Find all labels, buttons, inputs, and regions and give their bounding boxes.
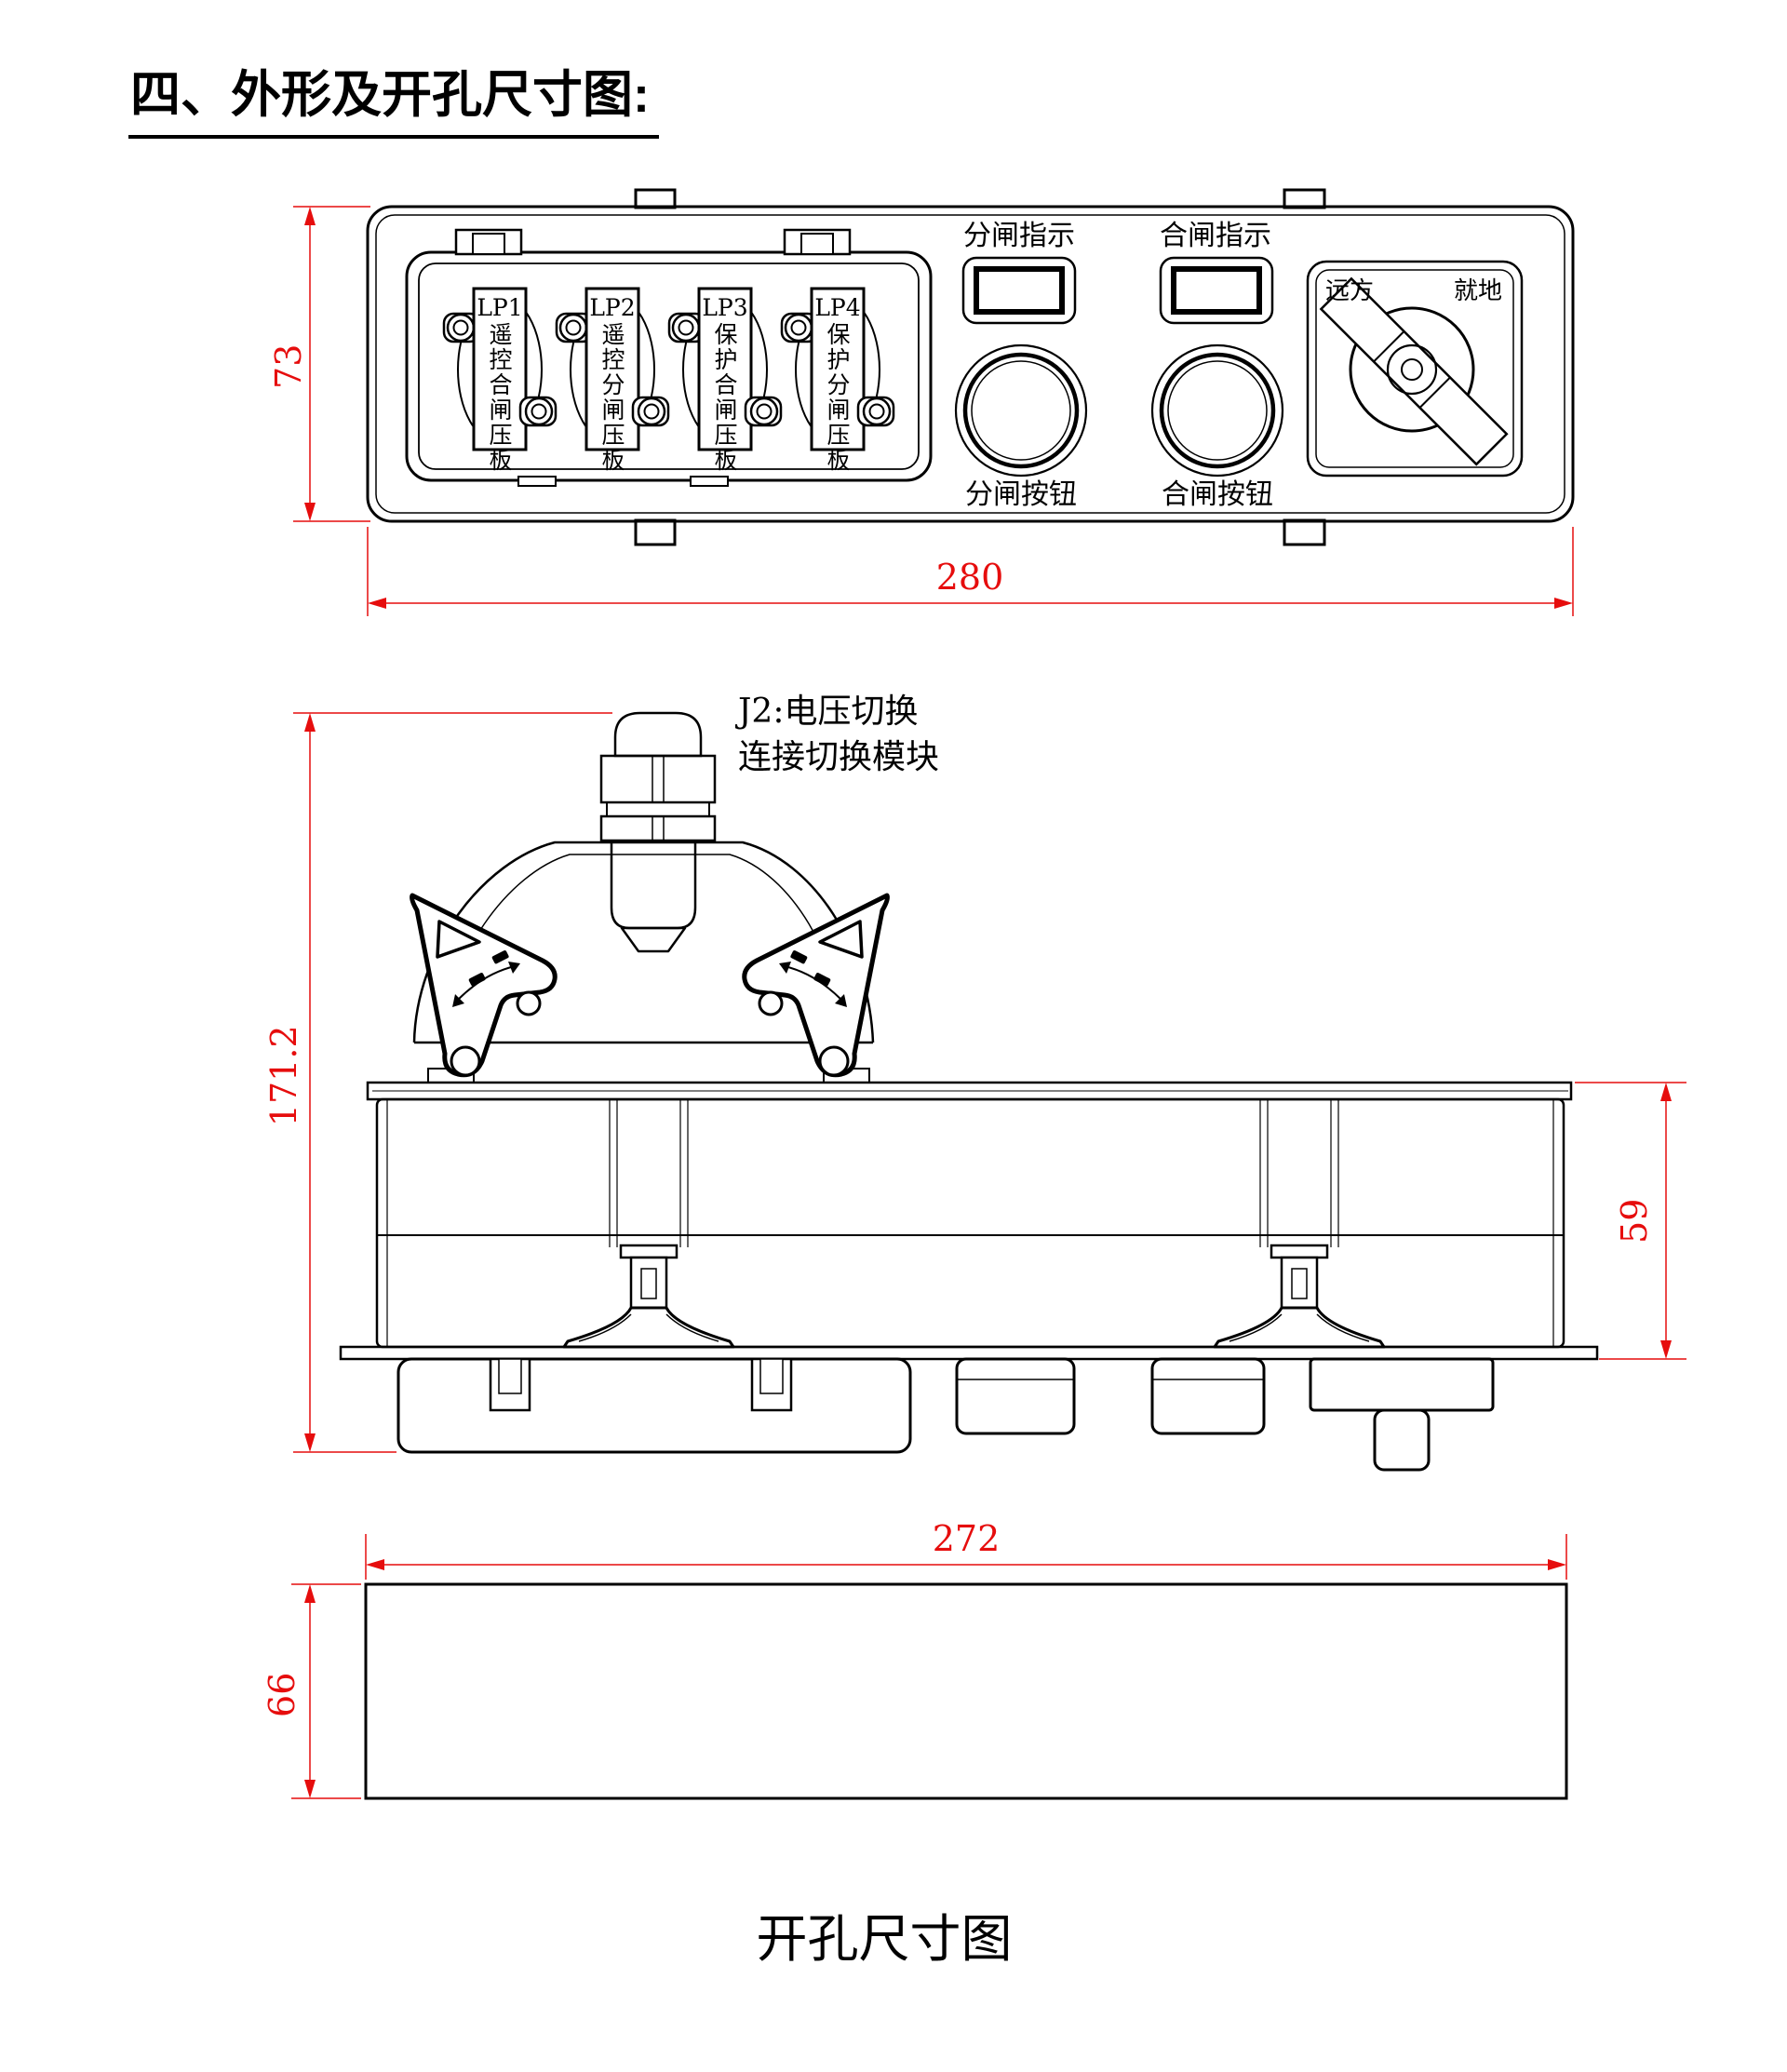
dimension-272 [365,1534,1567,1580]
dim-59-text: 59 [1614,1198,1656,1244]
selector-local-label: 就地 [1454,277,1503,305]
lp3-id: LP3 [702,294,748,321]
base-plate [339,1345,1599,1361]
close-indicator-label: 合闸指示 [1160,221,1271,251]
lever-clamp-left [412,895,556,1075]
open-indicator-label: 分闸指示 [963,221,1075,251]
dim-73-text: 73 [268,343,310,389]
lp2-id: LP2 [589,294,636,321]
lp1-id: LP1 [477,294,523,321]
connector-2 [1150,1357,1266,1435]
mount-tab [1283,518,1326,546]
cable-gland-j2 [599,711,717,842]
j2-note-line1: J2:电压切换 [738,693,919,731]
dim-280-text: 280 [935,557,1004,598]
lp1-label: 遥控合闸压板 [486,322,513,473]
lp4-label: 保护分闸压板 [824,322,851,473]
mount-tab [1283,188,1326,209]
device-body-side [366,1081,1573,1349]
lp4-id: LP4 [814,294,861,321]
side-view-drawing [293,711,1686,1472]
lp2-label: 遥控分闸压板 [598,322,625,473]
close-button-label: 合闸按钮 [1162,479,1273,510]
dim-272-text: 272 [932,1518,1001,1559]
open-button-label: 分闸按钮 [965,479,1077,510]
remote-local-selector [1306,260,1524,478]
lever-clamp-right [745,895,888,1075]
dim-66-text: 66 [262,1672,303,1717]
dimension-280 [367,527,1574,616]
dimension-73 [293,206,370,522]
j2-note: J2:电压切换 连接切换模块 [738,689,939,780]
dim-171-2-text: 171.2 [263,1025,305,1127]
dimension-59 [1575,1082,1686,1360]
mount-tab [634,518,677,546]
dimension-66 [291,1583,361,1799]
pressure-plate-group-frame [405,228,933,487]
cutout-view-drawing [291,1534,1568,1800]
close-pushbutton [1152,345,1283,476]
mounting-foot-right [1213,1098,1386,1349]
mount-tab [634,188,677,209]
dimension-171-2 [293,712,612,1453]
connector-1 [955,1357,1076,1435]
mounting-foot-left [562,1098,735,1349]
page-title: 四、外形及开孔尺寸图: [128,65,659,139]
terminal-block-left [396,1357,912,1454]
power-stub [1309,1357,1495,1472]
open-indicator-window [963,258,1075,323]
j2-note-line2: 连接切换模块 [738,738,940,776]
selector-remote-label: 远方 [1325,277,1375,305]
close-indicator-window [1161,258,1272,323]
open-pushbutton [956,345,1086,476]
front-view-drawing [293,188,1575,616]
cutout-view-caption: 开孔尺寸图 [756,1909,1013,1969]
cutout-rectangle [364,1582,1568,1800]
lp3-label: 保护合闸压板 [711,322,738,473]
selector-knob [1349,306,1475,433]
